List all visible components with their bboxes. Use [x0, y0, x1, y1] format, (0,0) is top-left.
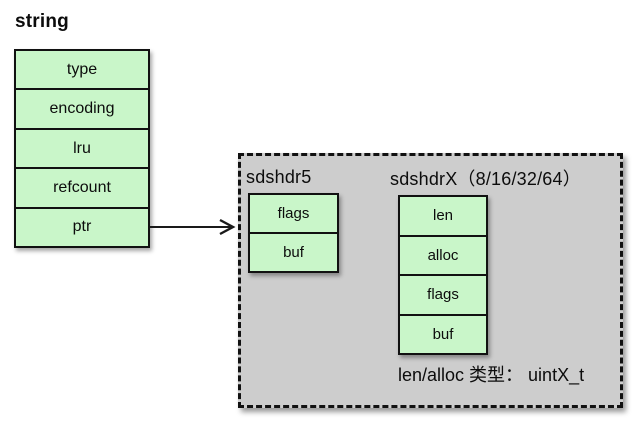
- sdshdr5-row-flags: flags: [250, 195, 337, 234]
- sdshdrx-table: len alloc flags buf: [398, 195, 488, 355]
- sdshdrx-title: sdshdrX（8/16/32/64）: [390, 169, 581, 189]
- sdshdrx-row-buf: buf: [432, 325, 454, 343]
- sds-container-box: sdshdr5 flags buf sdshdrX（8/16/32/64） le…: [238, 153, 623, 408]
- robj-row-lru: lru: [16, 130, 148, 170]
- page-title: string: [15, 11, 69, 32]
- robj-row-ptr: ptr: [72, 218, 92, 236]
- sdshdr5-title: sdshdr5: [246, 167, 312, 187]
- robj-row-refcount: refcount: [16, 169, 148, 209]
- sdshdr5-table: flags buf: [248, 193, 339, 273]
- sdshdrx-row-len: len: [400, 197, 486, 237]
- robj-row-encoding: encoding: [16, 90, 148, 130]
- robj-row-type: type: [16, 51, 148, 91]
- robj-table: type encoding lru refcount ptr: [14, 49, 150, 248]
- sdshdr5-row-buf: buf: [283, 244, 304, 261]
- sdshdrx-row-alloc: alloc: [400, 237, 486, 276]
- sdshdrx-row-flags: flags: [400, 276, 486, 316]
- right-arrow-icon: [150, 218, 236, 236]
- len-alloc-type-note: len/alloc 类型： uintX_t: [398, 365, 585, 385]
